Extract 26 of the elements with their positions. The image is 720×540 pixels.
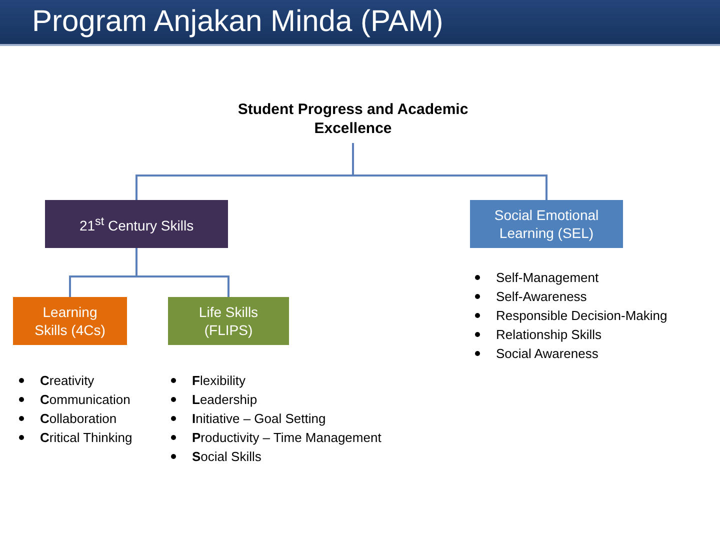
bullet-item: Social Skills	[192, 449, 262, 464]
connector-line	[352, 143, 548, 200]
bullet-item: Creativity	[40, 373, 94, 388]
bullet-item: Collaboration	[40, 411, 117, 426]
bullet-item: Self-Awareness	[496, 289, 587, 304]
connector-line	[136, 248, 230, 297]
bullet-item: Leadership	[192, 392, 258, 407]
category-box	[45, 200, 228, 248]
bullet-item: Social Awareness	[496, 346, 598, 361]
bullet-item: Responsible Decision-Making	[496, 308, 668, 323]
heading-text: Student Progress and Academic Excellence	[236, 100, 470, 138]
bullet-item: Communication	[40, 392, 130, 407]
box-label: Life Skills (FLIPS)	[198, 302, 260, 340]
box-label: 21$^{st}$ Century Skills	[79, 214, 194, 234]
category-box	[470, 200, 623, 248]
bullet-item: Productivity – Time Management	[192, 430, 382, 445]
bullet-item: Critical Thinking	[40, 430, 132, 445]
bullet-item: Relationship Skills	[496, 327, 602, 342]
bullet-item: Initiative – Goal Setting	[192, 411, 326, 426]
box-label: Social Emotional Learning (SEL)	[493, 206, 600, 242]
bullet-item: Flexibility	[192, 373, 246, 388]
box-label: Learning Skills (4Cs)	[34, 302, 106, 340]
category-box	[13, 297, 127, 345]
title: Program Anjakan Minda (PAM)	[32, 5, 444, 39]
bullet-item: Self-Management	[496, 270, 599, 285]
category-box	[168, 297, 289, 345]
